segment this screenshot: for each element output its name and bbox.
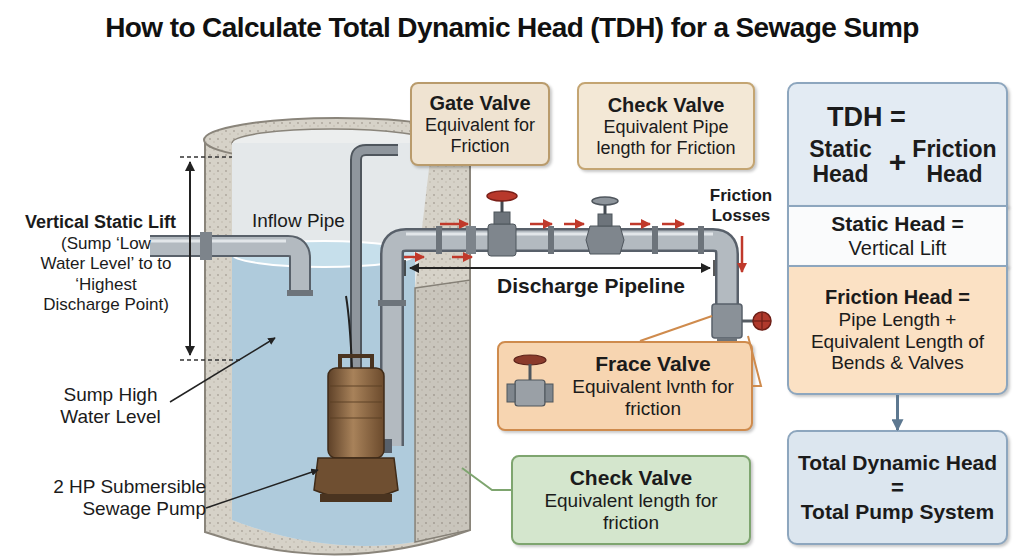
part-label: Sump High Water Level xyxy=(48,384,173,428)
box-heading: Gate Valve xyxy=(429,92,530,115)
flow-arrow xyxy=(452,256,472,259)
dimension-label: Discharge Pipeline xyxy=(497,274,717,298)
valve-icon-wheel xyxy=(514,355,546,365)
pump-rib xyxy=(330,417,382,419)
flow-arrow xyxy=(440,223,468,226)
pump-rib xyxy=(330,401,382,403)
pump-base xyxy=(320,494,392,502)
part-label: 2 HP Submersible Sewage Pump xyxy=(10,476,206,520)
callout-box: Check ValveEquivalent Pipe length for Fr… xyxy=(577,82,755,170)
flow-arrow xyxy=(530,223,552,226)
pipe-flange xyxy=(436,226,442,254)
pump-volute xyxy=(314,458,398,499)
inflow-pipe xyxy=(150,246,300,292)
callout-box: Gate ValveEquivalent for Friction xyxy=(410,82,550,166)
wall-collar xyxy=(466,226,476,254)
leader-arrow xyxy=(206,470,318,508)
end-valve-body xyxy=(712,304,742,338)
valve-icon-stem xyxy=(529,364,532,381)
callout-leader xyxy=(748,336,761,386)
inflow-pipe xyxy=(150,246,300,292)
gate-valve-bonnet xyxy=(494,212,510,224)
sump-wall xyxy=(205,140,470,555)
formula-box: TDH = Static Head+Friction Head xyxy=(787,82,1008,207)
pipe-highlight xyxy=(406,233,713,236)
box-text: Equivalent length for friction xyxy=(537,490,725,534)
pipe-flange xyxy=(548,226,554,254)
pump-motor xyxy=(328,368,384,458)
pipe-highlight xyxy=(150,240,286,243)
valve-icon-flange xyxy=(507,384,515,402)
wheel-spoke xyxy=(754,320,770,321)
dimension-label: Vertical Static Lift xyxy=(8,212,193,233)
formula-box: Friction Head =Pipe Length + Equivalent … xyxy=(787,265,1008,395)
pipeline-dimension-arrow xyxy=(410,267,710,269)
box-text: Equivalent Pipe length for Friction xyxy=(584,117,748,158)
box-heading: Static Head = xyxy=(831,212,963,236)
box-heading: Check Valve xyxy=(570,466,693,490)
sump-cut-face xyxy=(415,280,470,542)
box-text: + xyxy=(887,145,909,180)
callout-leader xyxy=(462,468,511,490)
box-heading: Check Valve xyxy=(608,94,725,117)
friction-arrow xyxy=(741,236,744,272)
valve-icon-body xyxy=(515,380,545,406)
box-heading: Frace Valve xyxy=(595,352,711,376)
valve-icon-flange xyxy=(545,384,553,402)
pipe-flange xyxy=(287,290,313,296)
pipe-flange xyxy=(378,300,406,306)
diagram-title: How to Calculate Total Dynamic Head (TDH… xyxy=(0,12,1024,44)
box-heading: Total Dynamic Head xyxy=(798,451,997,475)
wall-collar xyxy=(200,232,212,260)
part-label: Inflow Pipe xyxy=(252,210,362,232)
check-valve-bonnet xyxy=(598,214,612,226)
note-label: Friction Losses xyxy=(700,186,782,225)
flow-arrow xyxy=(630,223,650,226)
dimension-line xyxy=(180,359,240,361)
result-box: Total Dynamic Head=Total Pump System xyxy=(787,430,1008,545)
gate-valve-body xyxy=(488,224,516,256)
formula-box: Static Head =Vertical Lift xyxy=(787,205,1008,267)
box-heading: TDH = xyxy=(791,102,1004,133)
leader-arrow xyxy=(170,338,275,402)
flow-arrow xyxy=(564,223,584,226)
flow-arrow xyxy=(404,256,424,259)
dimension-tick xyxy=(404,260,406,276)
valve-handwheel xyxy=(487,191,517,201)
box-text: Equivalent lvnth for friction xyxy=(561,376,745,420)
pipe-flange xyxy=(652,226,658,254)
box-text: Pipe Length + Equivalent Length of Bends… xyxy=(797,309,998,375)
valve-handwheel xyxy=(753,312,771,330)
box-text: Vertical Lift xyxy=(849,237,947,260)
lift-dimension-arrow xyxy=(189,162,191,355)
pipe-flange xyxy=(698,226,704,254)
dimension-note: (Sump ‘Low Water Level’ to to ‘Highest D… xyxy=(40,234,172,316)
pump-rib xyxy=(330,385,382,387)
box-text: Total Pump System xyxy=(801,500,994,524)
callout-box: Frace ValveEquivalent lvnth for friction xyxy=(497,341,753,431)
callout-leader xyxy=(640,316,712,341)
flow-connector xyxy=(896,395,899,430)
callout-box: Check ValveEquivalent length for frictio… xyxy=(511,455,751,545)
box-heading: Friction Head = xyxy=(825,286,970,309)
box-text: Static Head xyxy=(795,137,887,187)
valve-handwheel xyxy=(592,197,618,205)
flow-arrow xyxy=(662,223,684,226)
box-text: Equivalent for Friction xyxy=(417,115,543,156)
dimension-line xyxy=(180,156,232,158)
check-valve-body xyxy=(586,226,624,254)
box-text: = xyxy=(891,475,904,500)
sump-cut-shade xyxy=(415,280,470,542)
box-text: Friction Head xyxy=(909,137,1001,187)
dimension-tick xyxy=(713,260,715,276)
